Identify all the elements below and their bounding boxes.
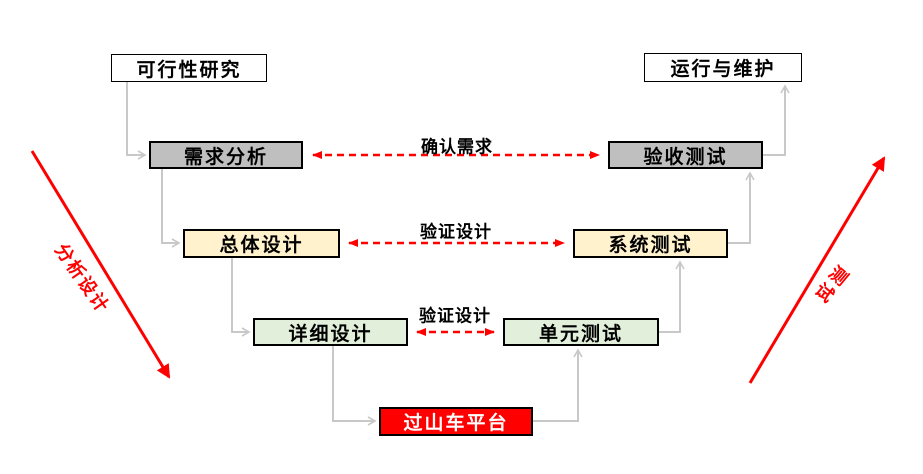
connector-platform-to-unit [533,348,583,422]
node-rollercoaster-platform: 过山车平台 [379,407,533,436]
analysis-design-arrow [30,150,171,379]
node-requirements-analysis: 需求分析 [149,141,303,169]
node-unit-testing: 单元测试 [503,318,659,346]
connector-detailed-to-platform [332,346,377,426]
node-acceptance-testing: 验收测试 [608,141,763,169]
connector-system-to-acceptance [728,171,755,244]
node-overall-design: 总体设计 [183,229,340,258]
label-confirm-requirements: 确认需求 [421,137,493,158]
node-system-testing: 系统测试 [573,229,728,258]
label-verify-design-system: 验证设计 [420,222,492,243]
node-detailed-design: 详细设计 [253,318,408,346]
connector-requirements-to-overall [161,169,181,248]
connector-acceptance-to-operation [763,84,790,156]
connector-overall-to-detailed [231,258,251,337]
testing-arrow [748,156,886,384]
node-feasibility-study: 可行性研究 [111,54,267,82]
label-verify-design-unit: 验证设计 [419,306,491,327]
connector-feasibility-to-requirements [126,82,147,160]
connector-unit-to-system [659,260,685,333]
node-operation-maintenance: 运行与维护 [644,53,802,82]
